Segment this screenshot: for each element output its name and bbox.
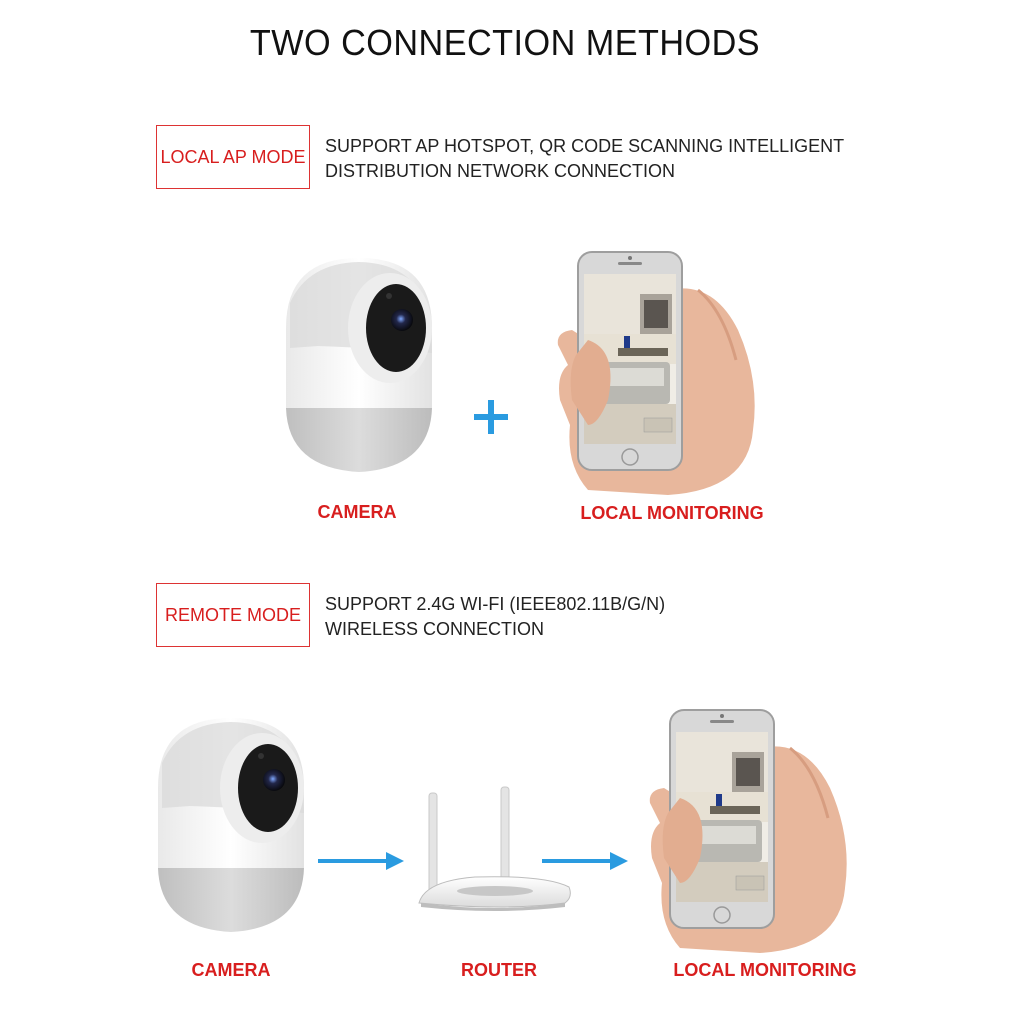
arrow-right-icon [316,850,406,872]
remote-mode-badge: REMOTE MODE [156,583,310,647]
local-mode-desc-line1: SUPPORT AP HOTSPOT, QR CODE SCANNING INT… [325,136,845,156]
phone-in-hand-image [548,250,768,495]
camera-image [278,258,440,480]
remote-mode-desc-line2: WIRELESS CONNECTION [325,619,545,639]
local-monitoring-label: LOCAL MONITORING [673,960,857,980]
local-monitoring-label: LOCAL MONITORING [580,503,764,523]
phone-in-hand-image [640,708,860,953]
remote-mode-desc-line1: SUPPORT 2.4G WI-FI (IEEE802.11B/G/N) [325,594,666,614]
plus-icon [472,398,510,436]
local-mode-desc-line2: DISTRIBUTION NETWORK CONNECTION [325,161,675,181]
camera-label: CAMERA [191,960,271,980]
router-label: ROUTER [461,960,537,980]
page-title: TWO CONNECTION METHODS [249,22,761,63]
camera-label: CAMERA [317,502,397,522]
router-image [415,785,575,915]
local-ap-mode-badge: LOCAL AP MODE [156,125,310,189]
local-mode-description: SUPPORT AP HOTSPOT, QR CODE SCANNING INT… [325,134,844,184]
remote-mode-description: SUPPORT 2.4G WI-FI (IEEE802.11B/G/N) WIR… [325,592,665,642]
camera-image [150,718,312,940]
arrow-right-icon [540,850,630,872]
